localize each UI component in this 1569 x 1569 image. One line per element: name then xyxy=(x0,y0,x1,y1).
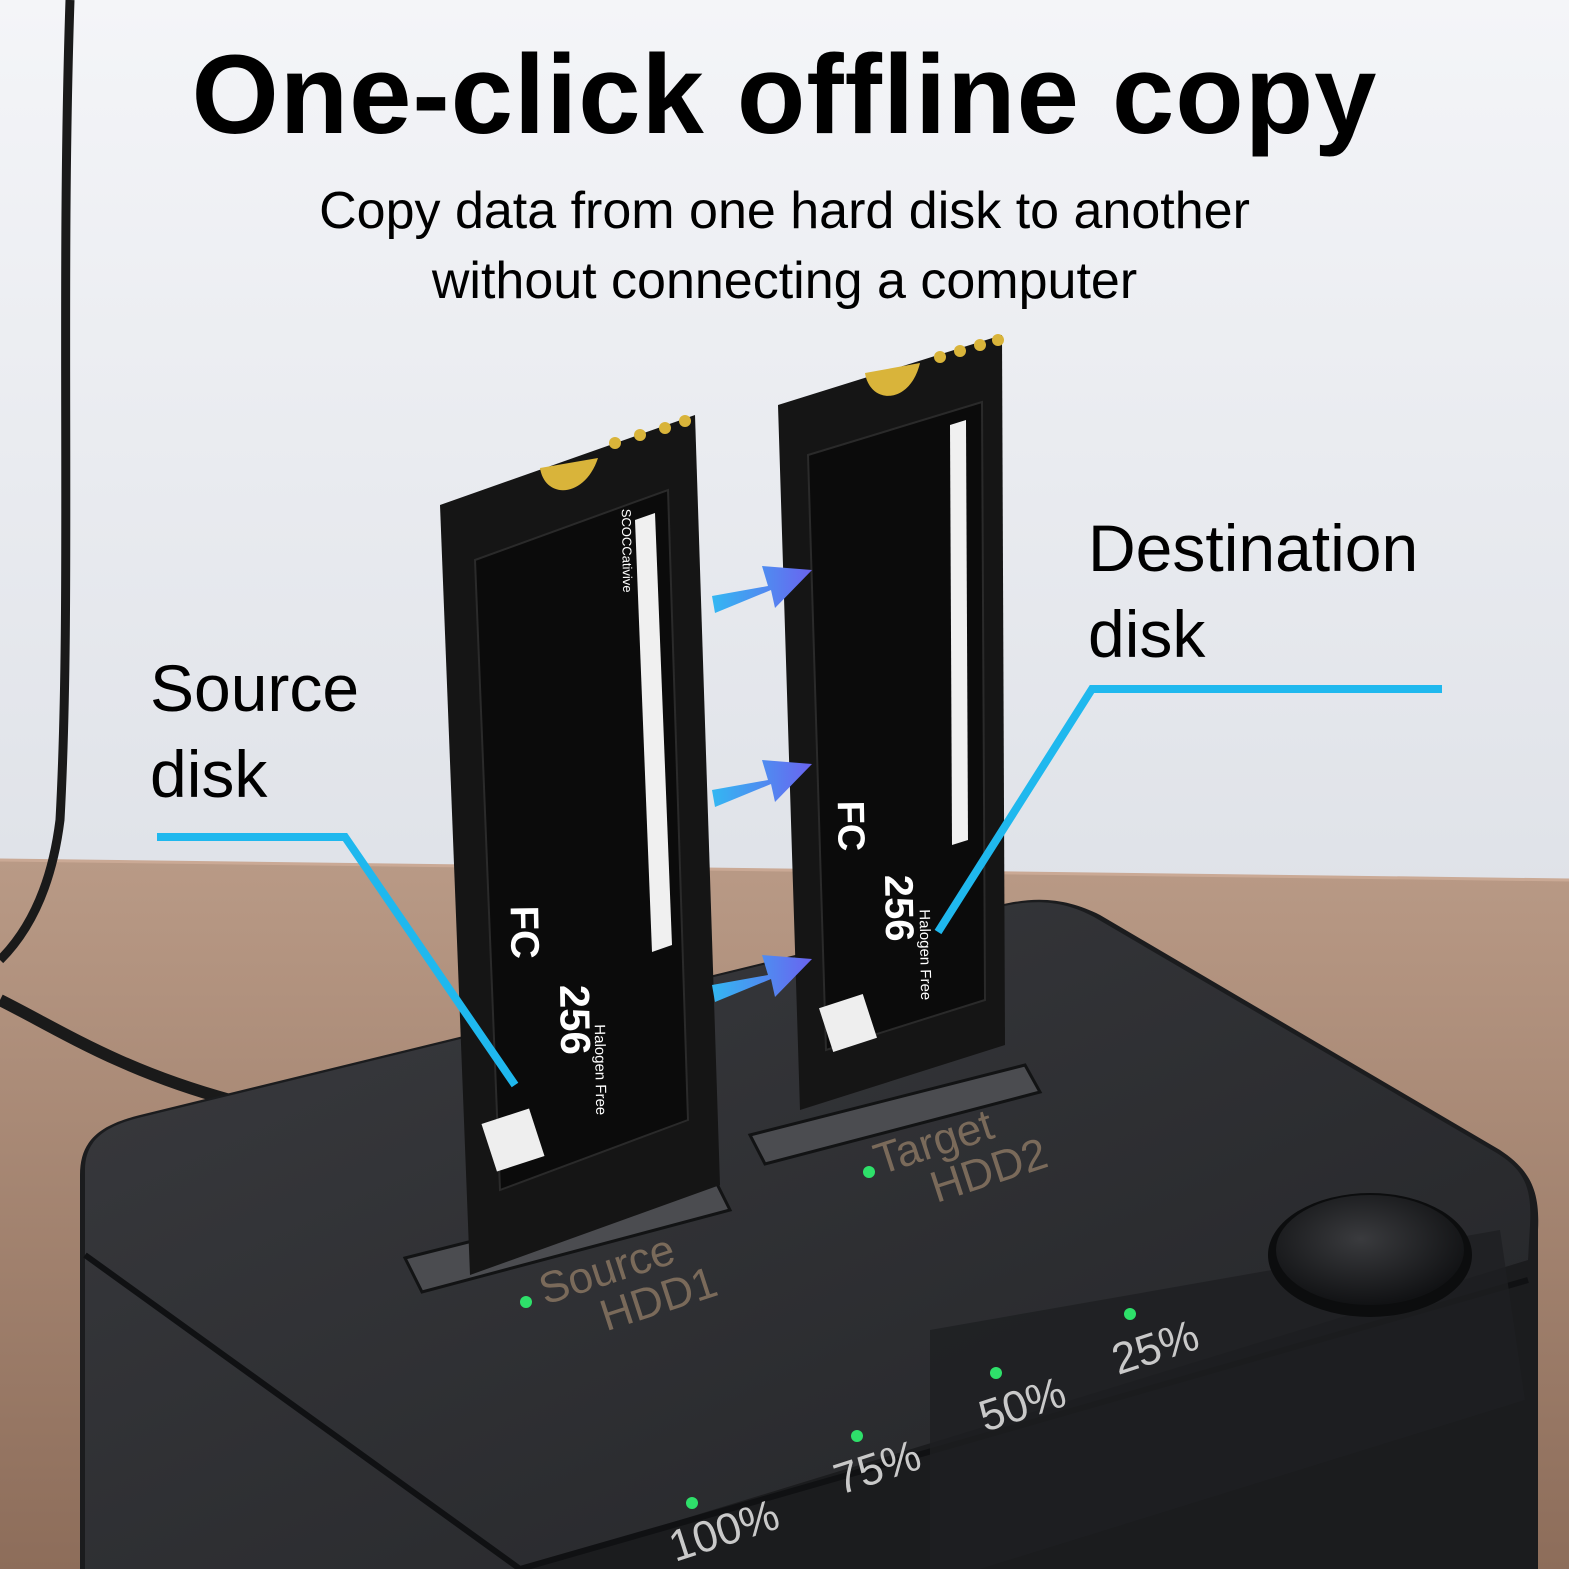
subheadline-line-1: Copy data from one hard disk to another xyxy=(319,182,1250,240)
headline: One-click offline copy xyxy=(191,32,1378,157)
destination-disk-callout-line-1: Destination xyxy=(1088,511,1419,585)
led-50 xyxy=(990,1367,1002,1379)
subheadline: Copy data from one hard disk to another … xyxy=(0,176,1569,316)
source-disk-callout-line-2: disk xyxy=(150,737,268,811)
source-callout-line xyxy=(157,833,519,1088)
source-ssd-fcc: FC xyxy=(502,905,547,959)
target-ssd-halogen: Halogen Free xyxy=(916,909,935,1000)
destination-disk-callout-line-2: disk xyxy=(1088,597,1206,671)
target-ssd-fcc: FC xyxy=(829,800,872,851)
copy-arrow-middle xyxy=(712,760,812,807)
wall-edge xyxy=(0,858,1569,882)
subheadline-line-2: without connecting a computer xyxy=(431,252,1138,310)
led-25 xyxy=(1124,1308,1136,1320)
destination-disk-callout: Destination disk xyxy=(1088,505,1418,677)
source-ssd-capacity: 256 xyxy=(551,984,599,1055)
docking-station xyxy=(80,899,1539,1569)
source-disk-callout: Source disk xyxy=(150,645,359,817)
source-led xyxy=(520,1296,532,1308)
target-ssd-capacity: 256 xyxy=(876,874,921,942)
usb-cable-2 xyxy=(0,994,232,1106)
target-ssd xyxy=(778,334,1005,1110)
source-ssd-halogen: Halogen Free xyxy=(591,1024,610,1115)
copy-arrow-top xyxy=(712,566,812,613)
usb-cable xyxy=(0,0,75,964)
target-slot xyxy=(747,1063,1043,1166)
destination-callout-line xyxy=(934,685,1442,935)
source-disk-callout-line-1: Source xyxy=(150,651,360,725)
power-button-face xyxy=(1276,1195,1464,1305)
source-ssd xyxy=(440,415,720,1275)
led-75 xyxy=(851,1430,863,1442)
target-led xyxy=(863,1166,875,1178)
copy-arrow-bottom xyxy=(712,955,812,1002)
led-100 xyxy=(686,1497,698,1509)
source-ssd-brand: SCOCCativive xyxy=(619,509,635,593)
